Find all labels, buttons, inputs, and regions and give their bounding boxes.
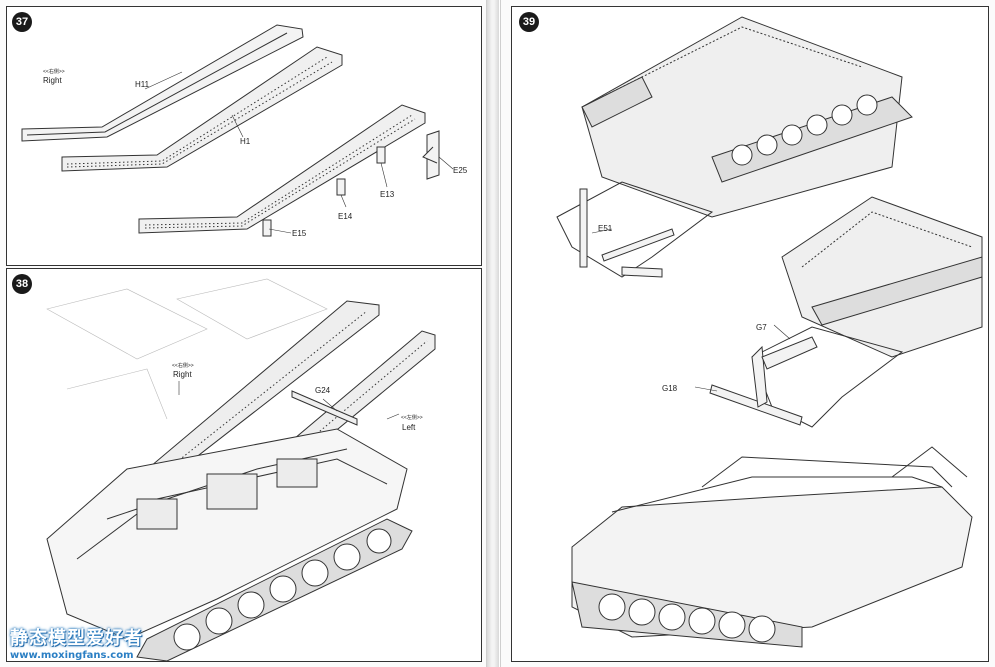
ramp-frame-e51 bbox=[556, 181, 714, 278]
assembled-tank bbox=[571, 446, 973, 638]
leader-lines bbox=[144, 71, 454, 234]
leader-lines-38 bbox=[178, 381, 400, 420]
label-right-38: Right bbox=[173, 370, 192, 379]
leader-lines-39 bbox=[694, 324, 791, 392]
leader-e51 bbox=[591, 228, 613, 234]
step-37-panel: 37 bbox=[6, 6, 482, 266]
small-parts bbox=[262, 130, 440, 237]
label-right: Right bbox=[43, 76, 62, 85]
underside-view-2 bbox=[781, 196, 983, 358]
label-h1: H1 bbox=[240, 137, 251, 146]
ghost-lines bbox=[46, 278, 328, 420]
label-h11: H11 bbox=[135, 80, 150, 89]
label-e15: E15 bbox=[292, 229, 307, 238]
rail-h11 bbox=[21, 24, 304, 142]
step-38-drawing: <<右侧>> Right G24 <<左侧>> Left bbox=[46, 278, 436, 661]
step-39-drawing: E51 G7 G18 bbox=[556, 16, 983, 648]
ramp-frame-g7-g18 bbox=[709, 326, 904, 428]
label-e51: E51 bbox=[598, 224, 613, 233]
step-39-badge: 39 bbox=[519, 12, 539, 32]
rail-h1 bbox=[61, 46, 343, 172]
label-e14: E14 bbox=[338, 212, 353, 221]
label-g24: G24 bbox=[315, 386, 331, 395]
watermark-title: 静态模型爱好者 bbox=[10, 628, 143, 649]
label-right-cn-38: <<右侧>> bbox=[172, 362, 194, 369]
assembled-wheels bbox=[598, 593, 776, 643]
road-wheels bbox=[173, 528, 392, 651]
watermark: 静态模型爱好者 www.moxingfans.com bbox=[10, 624, 143, 661]
label-e25: E25 bbox=[453, 166, 468, 175]
watermark-url: www.moxingfans.com bbox=[10, 650, 134, 661]
step-38-panel: 38 bbox=[6, 268, 482, 662]
label-e13: E13 bbox=[380, 190, 395, 199]
label-right-cn: <<右侧>> bbox=[43, 68, 65, 75]
rail-lower bbox=[138, 104, 426, 234]
right-instruction-page: 39 bbox=[500, 0, 995, 667]
assembled-track bbox=[571, 581, 803, 648]
label-g18: G18 bbox=[662, 384, 678, 393]
wheels-row-1 bbox=[731, 94, 878, 166]
left-instruction-page: 37 bbox=[0, 0, 487, 667]
label-left-cn-38: <<左侧>> bbox=[401, 414, 423, 421]
step-37-drawing: <<右侧>> Right H11 H1 E13 E14 E15 E25 bbox=[21, 24, 468, 238]
book-gutter bbox=[487, 0, 499, 667]
underside-view-1 bbox=[581, 16, 913, 218]
step-39-panel: 39 bbox=[511, 6, 989, 662]
label-left-38: Left bbox=[402, 423, 416, 432]
step-37-badge: 37 bbox=[12, 12, 32, 32]
tank-hull bbox=[46, 428, 408, 640]
step-38-badge: 38 bbox=[12, 274, 32, 294]
label-g7: G7 bbox=[756, 323, 767, 332]
